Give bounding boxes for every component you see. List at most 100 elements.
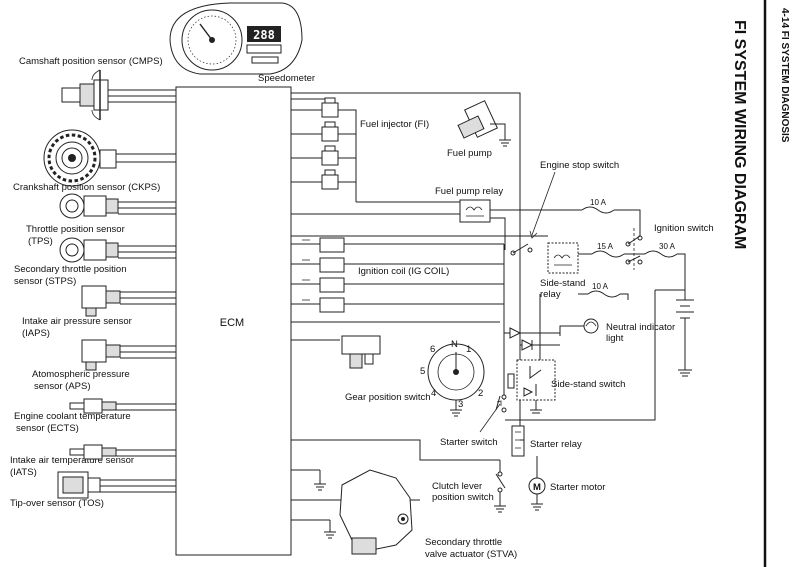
fuse-label-30a: 30 A (659, 242, 676, 251)
fuse-label-10a-lower: 10 A (592, 282, 609, 291)
cmps-wires (108, 89, 176, 103)
gear-label-1: 1 (466, 344, 471, 355)
battery-icon (676, 290, 694, 377)
speedometer-label: Speedometer (258, 73, 315, 84)
starter-relay (511, 425, 525, 457)
ignition-coils (291, 235, 548, 313)
fuse-10a-top: 10 A (581, 198, 615, 214)
starter-switch (479, 373, 515, 433)
ckps-sensor (43, 129, 117, 187)
neutral-indicator-light (559, 318, 599, 336)
fuse-15a: 15 A (591, 242, 625, 258)
ckps-wires (116, 153, 176, 163)
gear-label-5: 5 (420, 366, 425, 377)
aps-label-line2: sensor (APS) (34, 381, 91, 392)
ckps-label: Crankshaft position sensor (CKPS) (13, 182, 160, 193)
side-stand-relay (547, 242, 579, 274)
starter-motor-label: Starter motor (550, 482, 605, 493)
stva-label-line1: Secondary throttle (425, 537, 502, 548)
ecm-speedo-wires (291, 92, 521, 230)
clutch-lever-switch-label-line2: position switch (432, 492, 494, 503)
ects-wires (116, 403, 176, 411)
fuse-10a-lower: 10 A (587, 282, 621, 298)
cmps-sensor (61, 69, 109, 121)
fuel-pump-label: Fuel pump (447, 148, 492, 159)
aps-sensor (81, 339, 121, 371)
ects-sensor (69, 398, 117, 414)
speedometer-display: 288 (253, 28, 275, 42)
side-stand-switch (516, 359, 556, 414)
cmps-label: Camshaft position sensor (CMPS) (19, 56, 163, 67)
engine-stop-switch (510, 171, 556, 256)
stps-label-line1: Secondary throttle position (14, 264, 126, 275)
aps-label-line1: Atomospheric pressure (32, 369, 130, 380)
iats-wires (116, 449, 176, 457)
battery-return (505, 289, 685, 421)
ignition-coil-label: Ignition coil (IG COIL) (358, 266, 449, 277)
fuel-pump (457, 100, 511, 147)
ecm-label: ECM (220, 317, 244, 329)
ects-label-line1: Engine coolant temperature (14, 411, 131, 422)
starter-switch-label: Starter switch (440, 437, 498, 448)
gear-position-connector (341, 335, 381, 369)
fuse-label-15a: 15 A (597, 242, 614, 251)
power-bus (503, 230, 686, 440)
stps-wires (118, 245, 176, 259)
side-stand-relay-label-line1: Side-stand (540, 278, 585, 289)
gear-position-switch: N 1 2 3 4 5 6 (420, 339, 485, 417)
speedometer: 288 (169, 2, 303, 75)
starter-relay-label: Starter relay (530, 439, 582, 450)
side-stand-switch-label: Side-stand switch (551, 379, 625, 390)
starter-motor-symbol: M (533, 482, 541, 493)
iaps-sensor (81, 285, 121, 317)
tos-sensor (57, 471, 101, 499)
side-stand-relay-label-line2: relay (540, 289, 561, 300)
iats-sensor (69, 444, 117, 460)
gear-label-6: 6 (430, 344, 435, 355)
page-header-text: 4-14 FI SYSTEM DIAGNOSIS (779, 8, 790, 143)
ignition-switch-label: Ignition switch (654, 223, 714, 234)
page-title-text: FI SYSTEM WIRING DIAGRAM (731, 20, 748, 249)
fuse-30a: 30 A (644, 242, 678, 258)
iats-label-line2: (IATS) (10, 467, 37, 478)
tps-label-line1: Throttle position sensor (26, 224, 125, 235)
tos-label: Tip-over sensor (TOS) (10, 498, 104, 509)
iaps-label-line2: (IAPS) (22, 328, 50, 339)
engine-stop-switch-label: Engine stop switch (540, 160, 619, 171)
gear-label-4: 4 (431, 388, 436, 399)
stps-label-line2: sensor (STPS) (14, 276, 76, 287)
stps-sensor (59, 237, 119, 263)
diodes (504, 327, 560, 351)
clutch-lever-switch-label-line1: Clutch lever (432, 481, 482, 492)
fuel-pump-relay (459, 199, 491, 223)
fuel-injector-label: Fuel injector (FI) (360, 119, 429, 130)
neutral-indicator-label-line2: light (606, 333, 624, 344)
fuel-injectors (291, 97, 460, 203)
fuel-pump-relay-label: Fuel pump relay (435, 186, 503, 197)
tos-wires (100, 479, 176, 493)
stva-actuator (339, 469, 413, 555)
stva-label-line2: valve actuator (STVA) (425, 549, 517, 560)
page-title: FI SYSTEM WIRING DIAGRAM (731, 20, 748, 249)
tps-sensor (59, 193, 119, 219)
starter-motor: M (528, 456, 546, 511)
ground-symbols (314, 470, 336, 539)
ecm-box (175, 86, 292, 556)
ignition-switch (614, 209, 643, 270)
aps-wires (120, 345, 176, 359)
gear-label-2: 2 (478, 388, 483, 399)
tps-wires (118, 201, 176, 215)
gear-label-3: 3 (458, 399, 463, 410)
iats-label-line1: Intake air temperature sensor (10, 455, 134, 466)
gear-position-switch-label: Gear position switch (345, 392, 431, 403)
iaps-label-line1: Intake air pressure sensor (22, 316, 132, 327)
ects-label-line2: sensor (ECTS) (16, 423, 79, 434)
fuse-label-10a-top: 10 A (590, 198, 607, 207)
gear-label-n: N (451, 339, 458, 350)
fuel-pump-relay-wires (291, 209, 582, 250)
iaps-wires (120, 291, 176, 305)
neutral-indicator-label-line1: Neutral indicator (606, 322, 675, 333)
page-header: 4-14 FI SYSTEM DIAGNOSIS (779, 8, 790, 143)
clutch-lever-switch (494, 460, 506, 513)
